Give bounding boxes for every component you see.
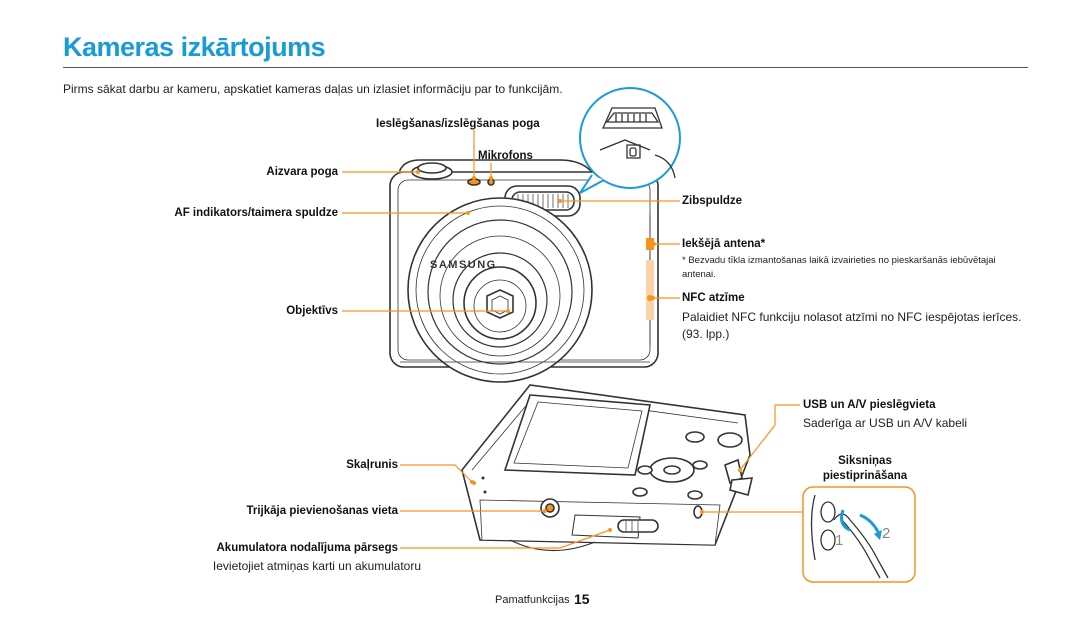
label-af-lamp: AF indikators/taimera spuldze xyxy=(174,207,338,219)
antenna-note: * Bezvadu tīkla izmantošanas laikā izvai… xyxy=(682,255,996,280)
usb-description: Saderīga ar USB un A/V kabeli xyxy=(803,416,968,430)
camera-back xyxy=(461,384,754,552)
battery-description: Ievietojiet atmiņas karti un akumulatoru xyxy=(212,559,421,573)
label-flash: Zibspuldze xyxy=(682,195,743,207)
label-nfc: NFC atzīme xyxy=(682,292,745,304)
callout-dots xyxy=(416,170,742,532)
camera-front xyxy=(389,159,659,383)
nfc-description: Palaidiet NFC funkciju nolasot atzīmi no… xyxy=(682,310,1022,341)
label-power-button: Ieslēgšanas/izslēgšanas poga xyxy=(376,118,540,130)
label-lens: Objektīvs xyxy=(286,305,338,317)
strap-step-1: 1 xyxy=(835,532,843,549)
page-title: Kameras izkārtojums xyxy=(63,32,326,62)
label-tripod-mount: Trijkāja pievienošanas vieta xyxy=(246,505,399,517)
footer-section: Pamatfunkcijas xyxy=(495,594,570,606)
callout-lines xyxy=(342,130,803,549)
page-number: 15 xyxy=(574,591,590,607)
label-shutter-button: Aizvara poga xyxy=(266,166,338,178)
intro-text: Pirms sākat darbu ar kameru, apskatiet k… xyxy=(63,82,563,96)
label-strap-eyelet: Siksniņas piestiprināšana xyxy=(822,455,908,482)
flash-zoom-detail xyxy=(579,87,681,194)
brand-logo: SAMSUNG xyxy=(430,259,497,271)
label-microphone: Mikrofons xyxy=(478,150,533,162)
label-speaker: Skaļrunis xyxy=(346,459,398,471)
strap-step-2: 2 xyxy=(882,525,890,542)
label-battery-cover: Akumulatora nodalījuma pārsegs xyxy=(216,542,399,554)
label-antenna: Iekšējā antena* xyxy=(682,238,766,250)
strap-detail xyxy=(802,486,916,583)
title-divider xyxy=(63,67,1028,68)
label-usb-port: USB un A/V pieslēgvieta xyxy=(803,399,936,411)
